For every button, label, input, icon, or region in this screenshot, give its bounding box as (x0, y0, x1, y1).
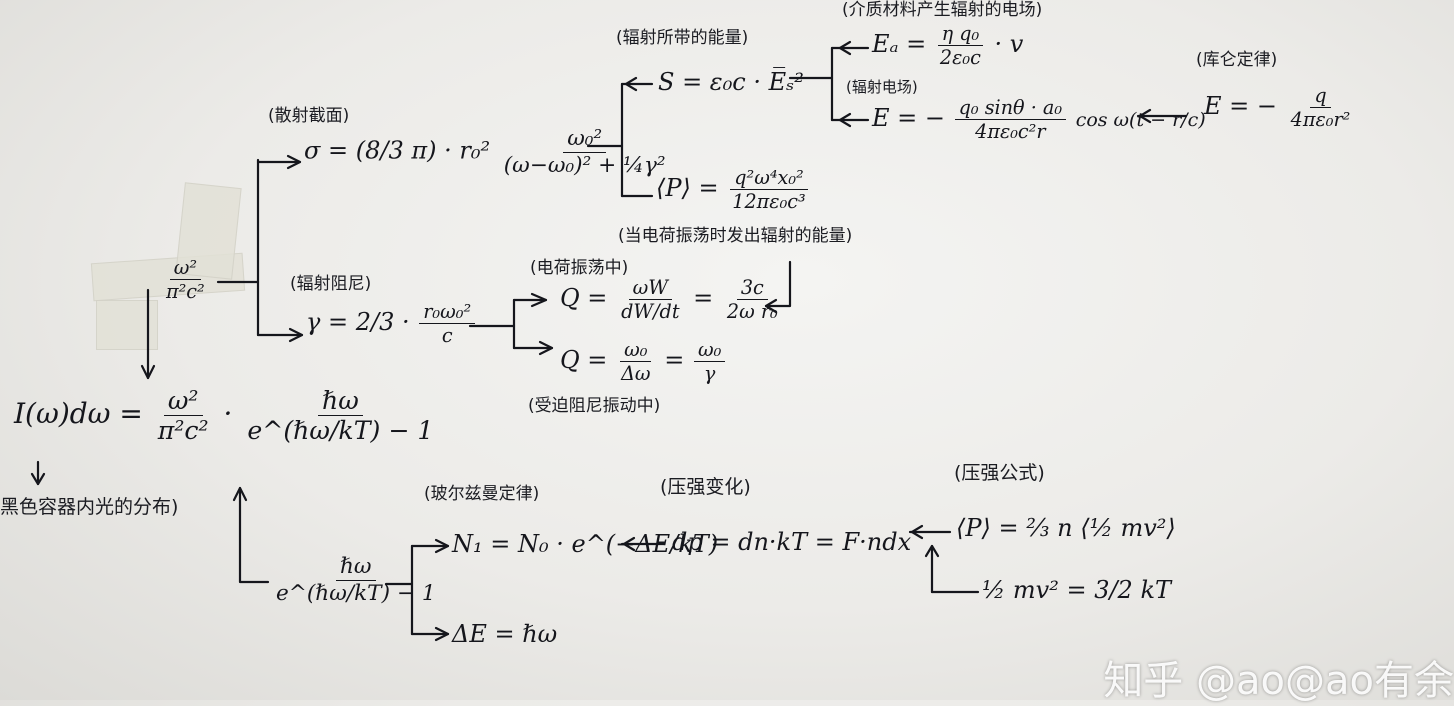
mean-energy-denominator: e^(ℏω/kT) − 1 (276, 580, 436, 606)
ea-denominator: 2ε₀c (939, 46, 981, 70)
e-fraction: q₀ sinθ · a₀ 4πε₀c²r (954, 98, 1067, 144)
ea-numerator: η q₀ (937, 24, 984, 47)
note-radiation-energy: (辐射所带的能量) (616, 28, 749, 48)
planck-numerator-1: ω² (163, 388, 203, 417)
p-lhs: ⟨P⟩ = (656, 174, 719, 203)
sigma-numerator: ω₀² (563, 128, 607, 153)
gamma-numerator: r₀ω₀² (419, 302, 476, 325)
e-numerator: q₀ sinθ · a₀ (954, 98, 1067, 121)
planck-fraction-1: ω² π²c² (154, 388, 213, 446)
energy-flux-equation: S = ε₀c · E̅ₛ² (658, 68, 804, 96)
sigma-fraction: ω₀² (ω−ω₀)² + ¼γ² (500, 128, 670, 176)
planck-dot: · (223, 397, 233, 431)
q1-numerator: ωW (628, 278, 672, 301)
note-radiated-field: (辐射电场) (846, 78, 918, 96)
coulomb-denominator: 4πε₀r² (1290, 108, 1351, 132)
note-scattering-cross-section: (散射截面) (268, 106, 350, 126)
p-denominator: 12πε₀c³ (732, 190, 806, 214)
q2-denominator-2: γ (703, 362, 716, 386)
q2-numerator: ω₀ (620, 340, 652, 363)
note-charge-radiation-energy: (当电荷振荡时发出辐射的能量) (618, 226, 853, 246)
q1-fraction: ωW dW/dt (617, 278, 683, 324)
note-pressure-change: (压强变化) (660, 476, 751, 498)
pressure-change-equation: dp = dn·kT = F·ndx (672, 528, 912, 556)
e-denominator: 4πε₀c²r (975, 120, 1046, 144)
planck-lhs: I(ω)dω = (14, 397, 143, 431)
gamma-coefficient: 2/3 · (355, 308, 410, 337)
q-factor-equation-1: Q = ωW dW/dt = 3c 2ω r₀ (560, 278, 784, 324)
note-radiation-damping: (辐射阻尼) (290, 274, 372, 294)
note-pressure-formula: (压强公式) (954, 462, 1045, 484)
root-fraction: ω² π²c² (160, 258, 211, 304)
note-charge-oscillation: (电荷振荡中) (530, 258, 629, 278)
mean-energy-fraction: ℏω e^(ℏω/kT) − 1 (270, 556, 442, 604)
planck-distribution-equation: I(ω)dω = ω² π²c² · ℏω e^(ℏω/kT) − 1 (14, 388, 439, 446)
coulomb-equation: E = − q 4πε₀r² (1204, 86, 1356, 132)
root-fraction-body: ω² π²c² (162, 258, 209, 304)
q1-numerator-2: 3c (736, 278, 768, 301)
planck-fraction-2: ℏω e^(ℏω/kT) − 1 (243, 388, 437, 446)
p-numerator: q²ω⁴x₀² (730, 168, 808, 191)
mean-energy-numerator: ℏω (336, 556, 376, 581)
gamma-lhs: γ = (306, 308, 356, 337)
root-denominator: π²c² (166, 280, 205, 304)
pressure-equation: ⟨P⟩ = ⅔ n ⟨½ mv²⟩ (956, 514, 1176, 542)
note-medium-material-field: (介质材料产生辐射的电场) (842, 0, 1043, 20)
ea-lhs: Eₐ = (872, 30, 927, 59)
root-numerator: ω² (169, 258, 202, 281)
coulomb-lhs: E = − (1204, 92, 1277, 121)
coulomb-fraction: q 4πε₀r² (1287, 86, 1355, 132)
e-lhs: E = − (872, 104, 945, 133)
planck-numerator-2: ℏω (318, 388, 363, 417)
sigma-lhs: σ = (8/3 π) · r₀² (304, 136, 491, 165)
ea-fraction: η q₀ 2ε₀c (936, 24, 985, 67)
q2-numerator-2: ω₀ (693, 340, 726, 363)
watermark: 知乎 @ao@ao有余 (1103, 658, 1454, 704)
q2-equals: = (664, 346, 685, 375)
p-fraction: q²ω⁴x₀² 12πε₀c³ (728, 168, 809, 211)
planck-denominator-1: π²c² (157, 416, 209, 446)
mean-energy-fraction-body: ℏω e^(ℏω/kT) − 1 (272, 556, 440, 604)
sigma-denominator: (ω−ω₀)² + ¼γ² (503, 152, 666, 178)
q1-denominator-2: 2ω r₀ (726, 300, 778, 324)
delta-e-equation: ΔE = ℏω (452, 620, 558, 648)
gamma-fraction: r₀ω₀² c (419, 302, 476, 348)
q1-lhs: Q = (560, 284, 608, 313)
note-damped-oscillation: (受迫阻尼振动中) (528, 396, 661, 416)
radiated-power-equation: ⟨P⟩ = q²ω⁴x₀² 12πε₀c³ (656, 168, 812, 211)
q1-equals: = (693, 284, 714, 313)
planck-denominator-2: e^(ℏω/kT) − 1 (247, 416, 434, 446)
note-blackbody-distribution: 黑色容器内光的分布) (0, 496, 179, 518)
damping-equation: γ = 2/3 · r₀ω₀² c (306, 302, 477, 345)
ea-tail: · v (994, 30, 1024, 59)
q2-lhs: Q = (560, 346, 608, 375)
q-factor-equation-2: Q = ω₀ Δω = ω₀ γ (560, 340, 727, 383)
q1-denominator: dW/dt (621, 300, 680, 324)
note-boltzmann-law: (玻尔兹曼定律) (424, 484, 540, 504)
radiated-field-equation: E = − q₀ sinθ · a₀ 4πε₀c²r cos ω(t − r/c… (872, 98, 1206, 144)
coulomb-numerator: q (1310, 86, 1331, 109)
q2-fraction: ω₀ Δω (617, 340, 655, 383)
q2-denominator: Δω (621, 362, 651, 386)
e-tail: cos ω(t − r/c) (1075, 109, 1206, 132)
boltzmann-equation: N₁ = N₀ · e^(−ΔE/kT) (452, 530, 719, 558)
q1-fraction-2: 3c 2ω r₀ (723, 278, 782, 324)
scattering-cross-section-equation: σ = (8/3 π) · r₀² ω₀² (ω−ω₀)² + ¼γ² (304, 128, 672, 176)
medium-field-equation: Eₐ = η q₀ 2ε₀c · v (872, 24, 1024, 68)
q2-fraction-2: ω₀ γ (693, 340, 726, 386)
gamma-denominator: c (441, 324, 453, 348)
equipartition-equation: ½ mv² = 3/2 kT (982, 576, 1171, 604)
note-coulomb-law: (库仑定律) (1196, 50, 1278, 70)
